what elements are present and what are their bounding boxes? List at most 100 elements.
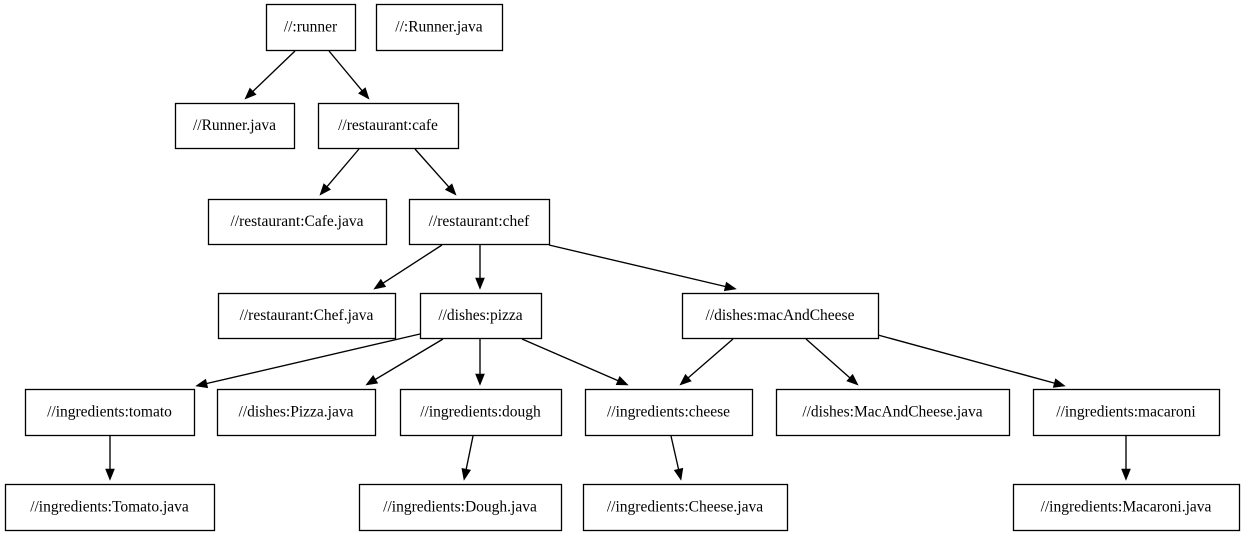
graph-node-cheese_java[interactable]: //ingredients:Cheese.java bbox=[582, 483, 789, 532]
graph-edge bbox=[328, 50, 370, 100]
graph-node-runner_java_root[interactable]: //:Runner.java bbox=[375, 3, 504, 52]
node-label: //restaurant:cafe bbox=[338, 117, 438, 134]
edge-line bbox=[375, 338, 444, 380]
node-box[interactable] bbox=[1012, 483, 1241, 532]
edge-arrowhead bbox=[679, 373, 692, 386]
node-label: //restaurant:Cafe.java bbox=[231, 213, 364, 230]
edge-arrowhead bbox=[444, 183, 457, 196]
graph-edge bbox=[475, 245, 485, 290]
graph-edge bbox=[365, 338, 444, 386]
edge-arrowhead bbox=[105, 468, 115, 481]
edge-arrowhead bbox=[461, 467, 472, 481]
node-box[interactable] bbox=[775, 388, 1011, 437]
edge-line bbox=[206, 333, 421, 385]
graph-node-dishes_mac[interactable]: //dishes:macAndCheese bbox=[681, 292, 880, 340]
edge-arrowhead bbox=[1121, 468, 1131, 481]
graph-edge bbox=[1121, 436, 1131, 481]
node-box[interactable] bbox=[317, 102, 460, 150]
edge-line bbox=[548, 244, 726, 288]
graph-edge bbox=[679, 338, 734, 386]
node-box[interactable] bbox=[419, 292, 543, 340]
graph-node-pizza_java[interactable]: //dishes:Pizza.java bbox=[216, 388, 377, 437]
edge-arrowhead bbox=[723, 281, 737, 292]
edge-line bbox=[465, 435, 474, 470]
node-box[interactable] bbox=[358, 483, 563, 532]
node-box[interactable] bbox=[681, 292, 880, 340]
node-label: //:runner bbox=[284, 19, 338, 36]
graph-edge bbox=[805, 338, 859, 386]
graph-node-dishes_pizza[interactable]: //dishes:pizza bbox=[419, 292, 543, 340]
edge-line bbox=[414, 148, 450, 188]
node-box[interactable] bbox=[174, 102, 296, 150]
node-label: //ingredients:Macaroni.java bbox=[1041, 499, 1212, 516]
node-label: //dishes:Pizza.java bbox=[239, 404, 354, 421]
edge-arrowhead bbox=[244, 87, 257, 100]
graph-edge bbox=[244, 50, 296, 100]
edge-arrowhead bbox=[319, 183, 332, 196]
graph-node-ing_dough[interactable]: //ingredients:dough bbox=[399, 388, 563, 437]
node-label: //ingredients:cheese bbox=[607, 404, 730, 421]
node-label: //ingredients:tomato bbox=[47, 404, 172, 421]
graph-node-chef_java[interactable]: //restaurant:Chef.java bbox=[217, 292, 397, 340]
graph-node-mac_java[interactable]: //dishes:MacAndCheese.java bbox=[775, 388, 1011, 437]
node-box[interactable] bbox=[408, 198, 551, 246]
graph-edge bbox=[373, 244, 443, 290]
node-label: //dishes:pizza bbox=[438, 307, 522, 324]
node-label: //restaurant:chef bbox=[429, 213, 531, 230]
node-label: //dishes:MacAndCheese.java bbox=[802, 404, 982, 421]
graph-node-ing_macaroni[interactable]: //ingredients:macaroni bbox=[1032, 388, 1221, 437]
edge-arrowhead bbox=[1052, 378, 1066, 388]
edge-line bbox=[521, 338, 619, 382]
edge-line bbox=[687, 338, 734, 379]
node-label: //ingredients:macaroni bbox=[1056, 404, 1196, 421]
graph-node-restaurant_cafe[interactable]: //restaurant:cafe bbox=[317, 102, 460, 150]
edge-arrowhead bbox=[615, 376, 629, 386]
node-box[interactable] bbox=[1032, 388, 1221, 437]
node-box[interactable] bbox=[24, 388, 196, 437]
node-box[interactable] bbox=[375, 3, 504, 52]
node-box[interactable] bbox=[399, 388, 563, 437]
edge-line bbox=[252, 50, 296, 92]
graph-node-runner[interactable]: //:runner bbox=[265, 3, 357, 52]
graph-edges-layer bbox=[105, 50, 1131, 481]
graph-edge bbox=[475, 339, 485, 386]
edge-arrowhead bbox=[846, 373, 859, 386]
graph-edge bbox=[319, 148, 360, 196]
edge-line bbox=[805, 338, 851, 379]
edge-line bbox=[382, 244, 443, 284]
node-label: //ingredients:Dough.java bbox=[383, 499, 537, 516]
graph-node-macaroni_java[interactable]: //ingredients:Macaroni.java bbox=[1012, 483, 1241, 532]
graph-node-dough_java[interactable]: //ingredients:Dough.java bbox=[358, 483, 563, 532]
graph-node-restaurant_chef[interactable]: //restaurant:chef bbox=[408, 198, 551, 246]
node-box[interactable] bbox=[216, 388, 377, 437]
graph-node-runner_java[interactable]: //Runner.java bbox=[174, 102, 296, 150]
node-label: //restaurant:Chef.java bbox=[240, 307, 374, 324]
edge-arrowhead bbox=[475, 277, 485, 290]
edge-line bbox=[328, 50, 363, 91]
graph-edge bbox=[461, 435, 474, 481]
edge-line bbox=[326, 148, 360, 188]
node-box[interactable] bbox=[584, 388, 754, 437]
edge-arrowhead bbox=[673, 467, 684, 481]
graph-node-ing_cheese[interactable]: //ingredients:cheese bbox=[584, 388, 754, 437]
node-box[interactable] bbox=[265, 3, 357, 52]
node-label: //:Runner.java bbox=[395, 19, 483, 36]
edge-line bbox=[877, 334, 1055, 384]
node-box[interactable] bbox=[582, 483, 789, 532]
node-box[interactable] bbox=[207, 198, 388, 246]
graph-node-cafe_java[interactable]: //restaurant:Cafe.java bbox=[207, 198, 388, 246]
graph-edge bbox=[548, 244, 737, 292]
edge-arrowhead bbox=[365, 375, 379, 386]
node-label: //dishes:macAndCheese bbox=[706, 307, 855, 324]
graph-edge bbox=[670, 435, 684, 481]
edge-arrowhead bbox=[373, 278, 387, 290]
edge-line bbox=[670, 435, 680, 470]
edge-arrowhead bbox=[195, 378, 209, 389]
graph-node-tomato_java[interactable]: //ingredients:Tomato.java bbox=[4, 483, 216, 532]
node-box[interactable] bbox=[4, 483, 216, 532]
node-box[interactable] bbox=[217, 292, 397, 340]
edge-arrowhead bbox=[475, 373, 485, 386]
graph-node-ing_tomato[interactable]: //ingredients:tomato bbox=[24, 388, 196, 437]
